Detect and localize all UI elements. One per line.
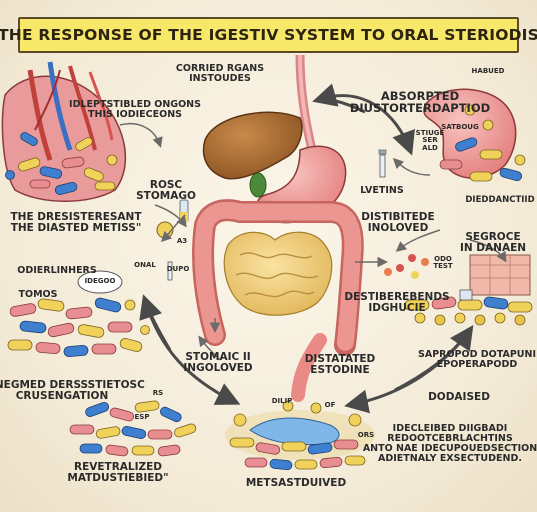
label-lvetins: LVETINS bbox=[360, 185, 404, 196]
label-idegoo: IDEGOO bbox=[84, 277, 116, 285]
syringe-icon bbox=[167, 149, 387, 281]
label-dilip: DILIP bbox=[271, 397, 293, 405]
label-dieddanctid: DIEDDANCTIID bbox=[465, 195, 535, 205]
label-of: OF bbox=[324, 401, 336, 409]
stomach-icon bbox=[423, 88, 526, 182]
title-banner: THE RESPONSE OF THE IGESTIV SYSTEM TO OR… bbox=[0, 17, 537, 53]
label-metsastduived: METSASTDUIVED bbox=[245, 477, 347, 489]
label-esp: ESP bbox=[134, 413, 150, 421]
pill-pile-icon bbox=[69, 400, 197, 457]
vessel-organ-icon bbox=[1, 61, 127, 202]
label-a3: A3 bbox=[176, 237, 188, 245]
diagram-title: THE RESPONSE OF THE IGESTIV SYSTEM TO OR… bbox=[0, 26, 537, 44]
label-rs: RS bbox=[152, 389, 164, 397]
pill-pile-icon bbox=[225, 400, 375, 471]
pill-pile-icon bbox=[404, 254, 533, 326]
cycle-arrow-icon bbox=[139, 83, 474, 414]
label-dodaised: DODAISED bbox=[428, 391, 490, 403]
label-odierliners: ODIERLINHERS bbox=[17, 265, 97, 276]
label-tomos: TOMOS bbox=[18, 289, 58, 300]
pill-pile-icon bbox=[5, 132, 118, 195]
label-ors: ORS bbox=[357, 431, 375, 439]
label-onal: ONAL bbox=[134, 261, 156, 269]
label-dupo: DUPO bbox=[166, 265, 190, 273]
label-satboug: SATBOUG bbox=[441, 123, 479, 131]
label-habued: HABUED bbox=[471, 67, 505, 75]
liver-icon bbox=[202, 111, 303, 180]
small-intestine-icon bbox=[223, 231, 333, 316]
pill-pile-icon bbox=[7, 297, 150, 358]
